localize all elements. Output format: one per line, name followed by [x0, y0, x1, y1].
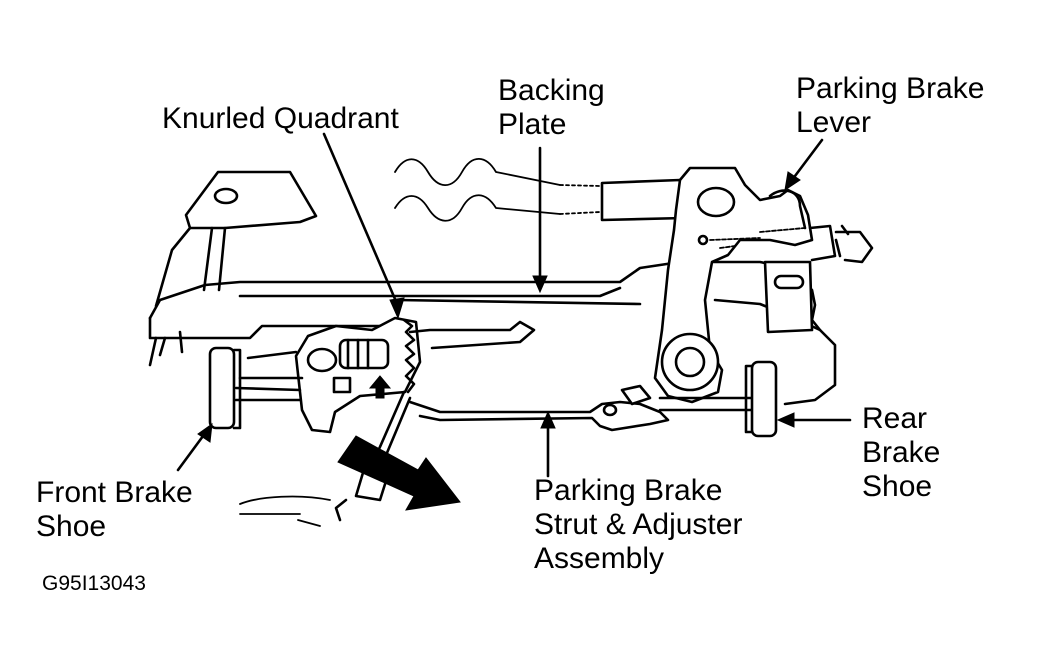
figure-code: G95I13043 [42, 572, 146, 595]
knurled-quadrant-adjuster [238, 316, 536, 434]
parking-brake-lever [653, 166, 874, 404]
direction-arrow [337, 435, 461, 511]
parking-brake-cable [394, 157, 686, 222]
front-brake-shoe [208, 346, 242, 430]
parking-brake-strut [234, 384, 762, 432]
label-backing-plate: Backing Plate [498, 74, 605, 141]
rear-brake-shoe [744, 360, 778, 438]
label-parking-brake-strut: Parking Brake Strut & Adjuster Assembly [534, 474, 743, 575]
leader-lines [176, 132, 852, 478]
label-rear-brake-shoe: Rear Brake Shoe [862, 402, 941, 503]
label-knurled-quadrant: Knurled Quadrant [162, 102, 399, 135]
label-parking-brake-lever: Parking Brake Lever [796, 72, 985, 139]
label-front-brake-shoe: Front Brake Shoe [36, 476, 193, 543]
